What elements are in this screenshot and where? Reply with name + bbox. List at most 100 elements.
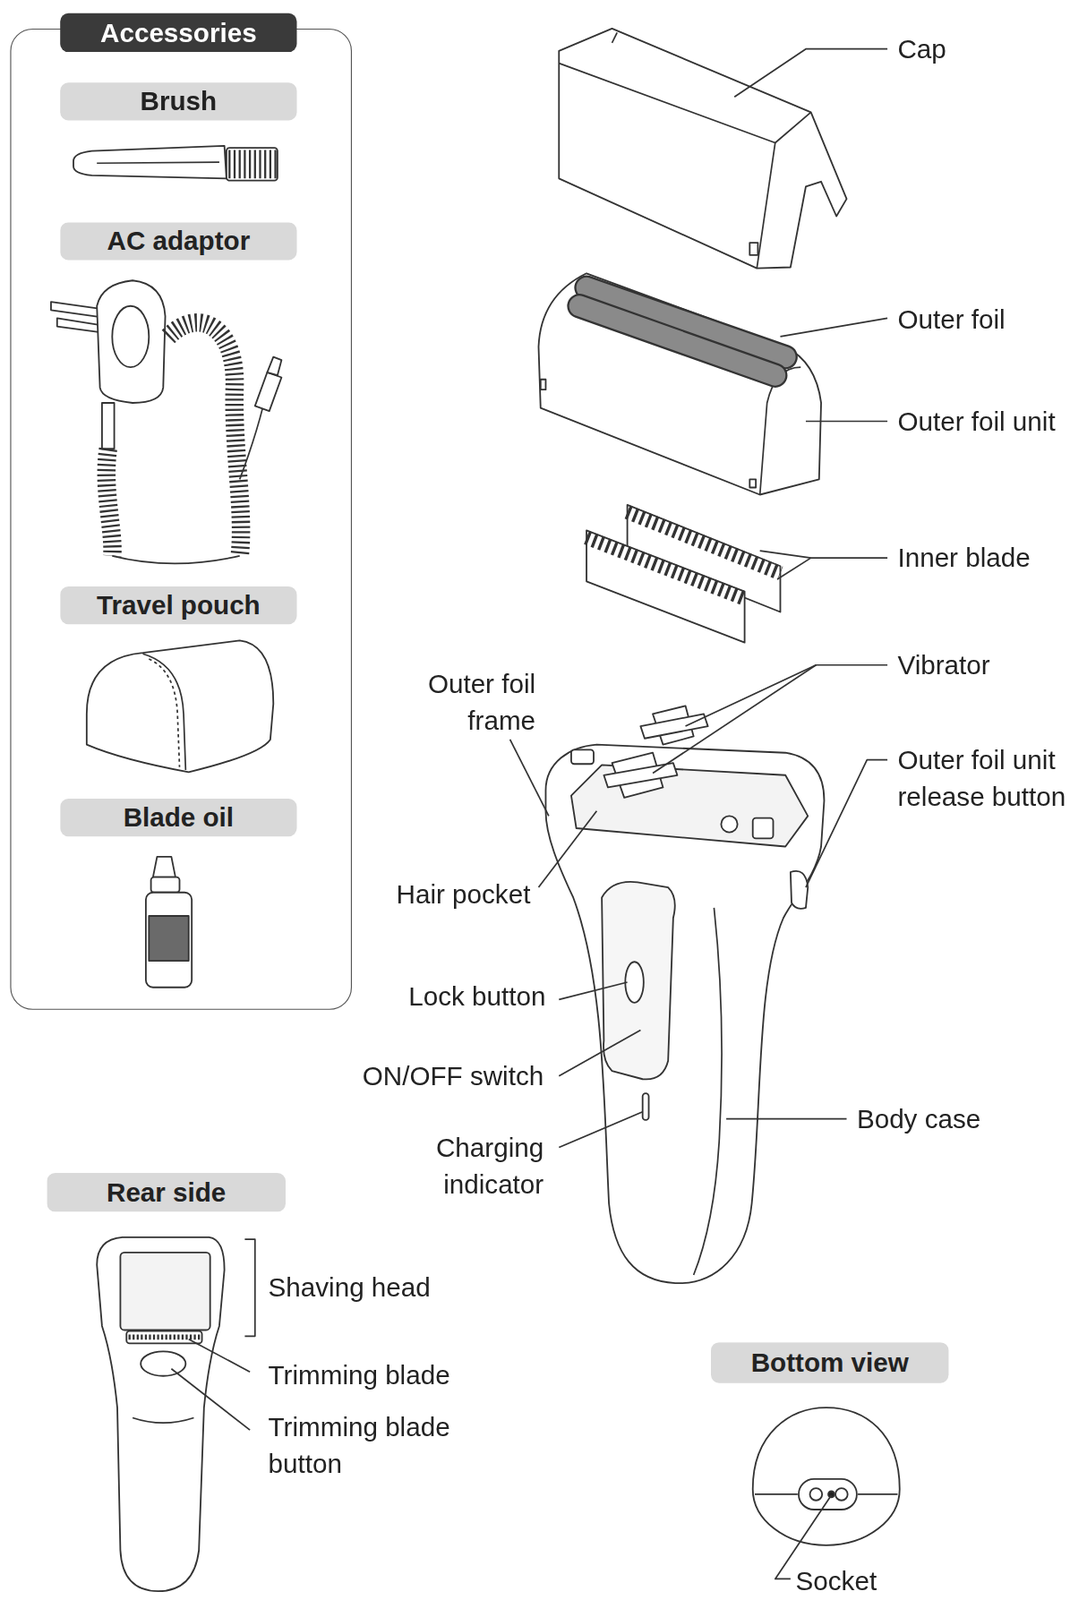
accessory-band: Travel pouch — [59, 586, 297, 625]
ac-adaptor-drawing — [255, 372, 283, 411]
travel-pouch-drawing — [86, 640, 274, 772]
ac-adaptor-drawing — [111, 556, 240, 565]
outer-foil-unit-drawing — [538, 273, 822, 495]
shaver-body-drawing — [624, 961, 644, 1003]
bottom-view-drawing — [754, 1493, 798, 1496]
accessory-band: AC adaptor — [59, 222, 297, 260]
brush-drawing — [73, 145, 227, 179]
leader-lines — [734, 49, 888, 98]
leader-lines — [726, 1118, 847, 1121]
blade-oil-drawing — [145, 892, 192, 988]
part-label: Vibrator — [897, 646, 990, 684]
band-label: Travel pouch — [59, 586, 297, 625]
bottom-view-drawing — [835, 1488, 848, 1501]
shaver-body-drawing — [571, 749, 594, 764]
shaver-body-drawing — [693, 907, 722, 1276]
ac-adaptor-drawing — [266, 357, 282, 377]
shaver-body-drawing — [753, 818, 774, 839]
travel-pouch-drawing — [148, 659, 180, 768]
ac-adaptor-drawing — [51, 280, 282, 564]
rear-view-drawing — [244, 1239, 255, 1336]
cap-drawing — [558, 28, 847, 269]
leader-lines — [805, 420, 888, 423]
travel-pouch-drawing — [86, 640, 274, 772]
leader-lines — [188, 1339, 250, 1372]
ac-adaptor-drawing — [57, 317, 103, 333]
accessory-band: Blade oil — [59, 798, 297, 837]
bottom-view-drawing — [753, 1407, 900, 1546]
outer-foil-unit-drawing — [538, 273, 822, 495]
band-label: Bottom view — [710, 1342, 949, 1384]
outer-foil-unit-drawing — [749, 479, 756, 488]
part-label: Outer foil frame — [382, 665, 536, 739]
cap-drawing — [756, 142, 776, 268]
rear-view-drawing — [119, 1252, 210, 1331]
part-label: Lock button — [408, 977, 546, 1015]
outer-foil-unit-drawing — [540, 379, 547, 390]
leader-lines — [558, 982, 627, 1000]
rear-view-drawing — [96, 1237, 256, 1592]
rear-view-drawing — [126, 1331, 202, 1344]
blade-oil-drawing — [153, 856, 176, 878]
leader-lines — [805, 760, 888, 888]
view-band: Bottom view — [710, 1342, 949, 1384]
part-label: Outer foil unit — [897, 402, 1055, 440]
part-label: Body case — [856, 1100, 981, 1138]
inner-blade-drawing — [586, 537, 745, 599]
shaver-body-drawing — [642, 1093, 650, 1121]
brush-drawing — [228, 149, 278, 179]
leader-lines — [558, 1030, 641, 1077]
leader-lines — [685, 665, 889, 727]
inner-blade-drawing — [586, 505, 780, 643]
shaver-body-drawing — [601, 881, 676, 1080]
band-label: Blade oil — [59, 798, 297, 837]
outer-foil-unit-drawing — [579, 306, 776, 376]
cap-drawing — [558, 63, 811, 144]
part-label: Hair pocket — [396, 876, 531, 914]
ac-adaptor-drawing — [168, 322, 241, 557]
band-label: Rear side — [46, 1172, 286, 1212]
accessory-band: Brush — [59, 82, 297, 120]
ac-adaptor-drawing — [96, 280, 165, 403]
brush-drawing — [73, 145, 278, 181]
rear-view-drawing — [140, 1351, 186, 1376]
part-label: Charging indicator — [401, 1129, 544, 1203]
part-label: Trimming blade button — [268, 1408, 473, 1482]
shaver-body-drawing — [720, 815, 737, 832]
ac-adaptor-drawing — [239, 405, 264, 480]
cap-drawing — [558, 28, 847, 269]
cap-drawing — [612, 32, 618, 43]
shaver-body-drawing — [545, 705, 824, 1284]
leader-lines — [538, 811, 597, 888]
outer-foil-unit-drawing — [579, 306, 776, 376]
panel-heading: Accessories — [59, 13, 297, 52]
leader-lines — [558, 1112, 642, 1148]
brush-drawing — [96, 162, 220, 163]
ac-adaptor-drawing — [111, 306, 149, 368]
rear-view-drawing — [96, 1237, 224, 1592]
part-label: Trimming blade — [268, 1356, 451, 1394]
part-label: ON/OFF switch — [362, 1057, 544, 1095]
part-label: Cap — [897, 30, 946, 68]
bottom-view-drawing — [810, 1488, 823, 1501]
view-band: Rear side — [46, 1172, 286, 1212]
part-label: Outer foil — [897, 300, 1005, 338]
rear-view-drawing — [132, 1417, 194, 1423]
blade-oil-drawing — [145, 856, 192, 988]
blade-oil-drawing — [151, 877, 180, 893]
blade-oil-drawing — [148, 915, 189, 961]
shaver-body-drawing — [640, 713, 708, 738]
part-label: Inner blade — [897, 539, 1030, 577]
leader-lines — [510, 739, 549, 816]
leader-lines — [171, 1369, 250, 1430]
inner-blade-drawing — [586, 530, 745, 642]
leader-lines — [779, 317, 888, 337]
shaver-body-drawing — [545, 744, 824, 1284]
band-label: Brush — [59, 82, 297, 120]
leader-lines — [777, 557, 812, 580]
ac-adaptor-drawing — [102, 402, 115, 449]
bottom-view-drawing — [857, 1493, 898, 1496]
leader-lines — [652, 665, 816, 774]
part-label: Shaving head — [268, 1268, 431, 1306]
ac-adaptor-drawing — [51, 301, 103, 317]
